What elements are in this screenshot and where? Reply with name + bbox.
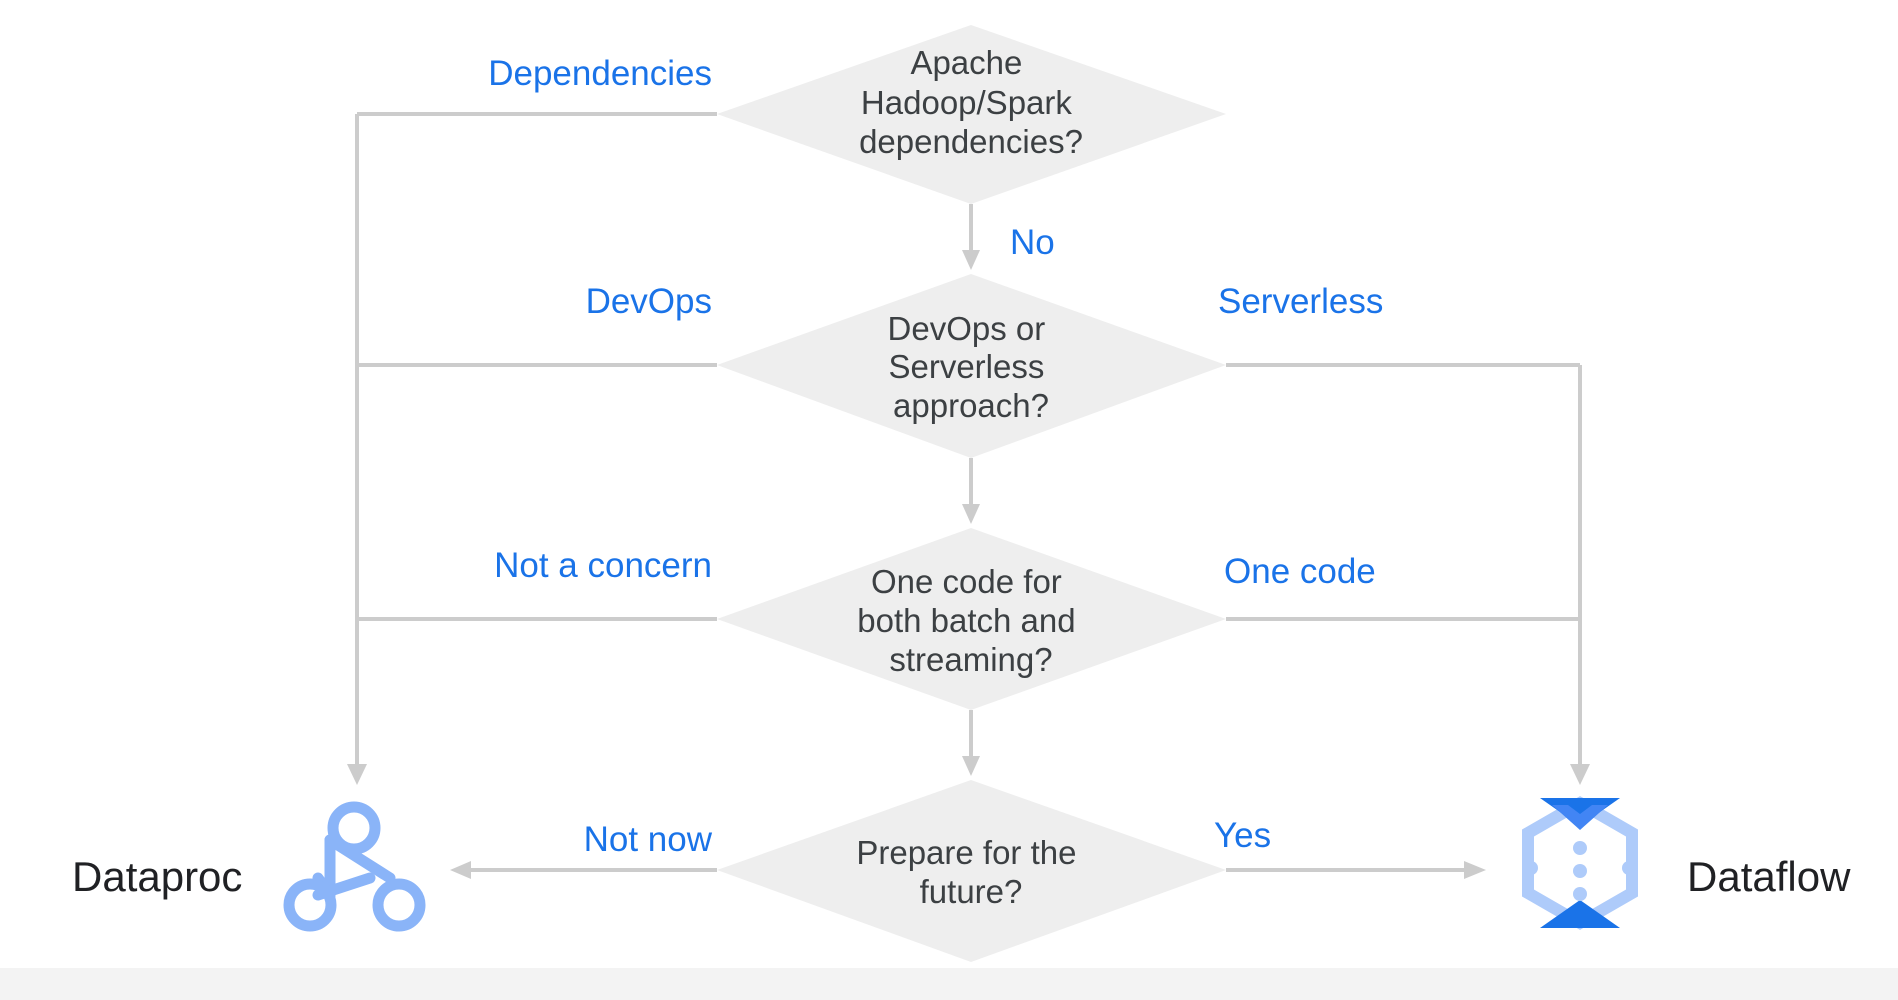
decision-apache-dependencies: Apache Hadoop/Spark dependencies? bbox=[717, 25, 1226, 204]
decision-line: Apache bbox=[910, 44, 1022, 81]
decision-line: One code for bbox=[871, 563, 1062, 600]
decision-text-d2: DevOps or Serverless approach? bbox=[888, 310, 1055, 424]
branch-label-one-code: One code bbox=[1224, 552, 1376, 591]
branch-label-not-a-concern: Not a concern bbox=[494, 546, 712, 585]
arrow-to-dataproc-left bbox=[450, 861, 471, 879]
dataproc-icon bbox=[283, 801, 426, 932]
arrow-to-dataproc-down bbox=[347, 764, 367, 785]
decision-text-d4: Prepare for the future? bbox=[856, 834, 1085, 910]
product-label-dataproc: Dataproc bbox=[72, 853, 242, 900]
decision-line: Serverless bbox=[888, 348, 1044, 385]
decision-line: both batch and bbox=[857, 602, 1075, 639]
decision-line: approach? bbox=[893, 387, 1049, 424]
decision-line: Prepare for the bbox=[856, 834, 1076, 871]
decision-line: Hadoop/Spark bbox=[861, 84, 1072, 121]
arrow-d2-d3 bbox=[962, 504, 980, 524]
decision-line: DevOps or bbox=[888, 310, 1046, 347]
connectors-right bbox=[1226, 363, 1590, 879]
branch-label-devops: DevOps bbox=[586, 282, 712, 321]
dataflow-icon bbox=[1522, 796, 1638, 930]
decision-one-code: One code for both batch and streaming? bbox=[717, 528, 1226, 710]
connectors-center bbox=[962, 204, 980, 776]
decision-diamond bbox=[717, 274, 1226, 458]
arrow-to-dataflow-right bbox=[1464, 861, 1486, 879]
branch-label-dependencies: Dependencies bbox=[488, 54, 712, 93]
branch-label-not-now: Not now bbox=[584, 820, 713, 859]
branch-label-no: No bbox=[1010, 223, 1055, 262]
arrow-to-dataflow-down bbox=[1570, 764, 1590, 785]
decision-line: dependencies? bbox=[859, 123, 1083, 160]
arrow-d1-d2 bbox=[962, 250, 980, 270]
decision-diamond bbox=[717, 25, 1226, 204]
branch-label-yes: Yes bbox=[1214, 816, 1271, 855]
decision-diamond bbox=[717, 528, 1226, 710]
decision-prepare-future: Prepare for the future? bbox=[717, 780, 1226, 962]
decision-devops-or-serverless: DevOps or Serverless approach? bbox=[717, 274, 1226, 458]
decision-line: streaming? bbox=[889, 641, 1052, 678]
connectors-left bbox=[347, 112, 717, 879]
decision-line: future? bbox=[920, 873, 1023, 910]
decision-text-d3: One code for both batch and streaming? bbox=[857, 563, 1085, 678]
bottom-bar bbox=[0, 968, 1898, 1000]
arrow-d3-d4 bbox=[962, 756, 980, 776]
decision-diamond bbox=[717, 780, 1226, 962]
product-label-dataflow: Dataflow bbox=[1687, 853, 1851, 900]
branch-label-serverless: Serverless bbox=[1218, 282, 1383, 321]
decision-text-d1: Apache Hadoop/Spark dependencies? bbox=[859, 44, 1083, 160]
